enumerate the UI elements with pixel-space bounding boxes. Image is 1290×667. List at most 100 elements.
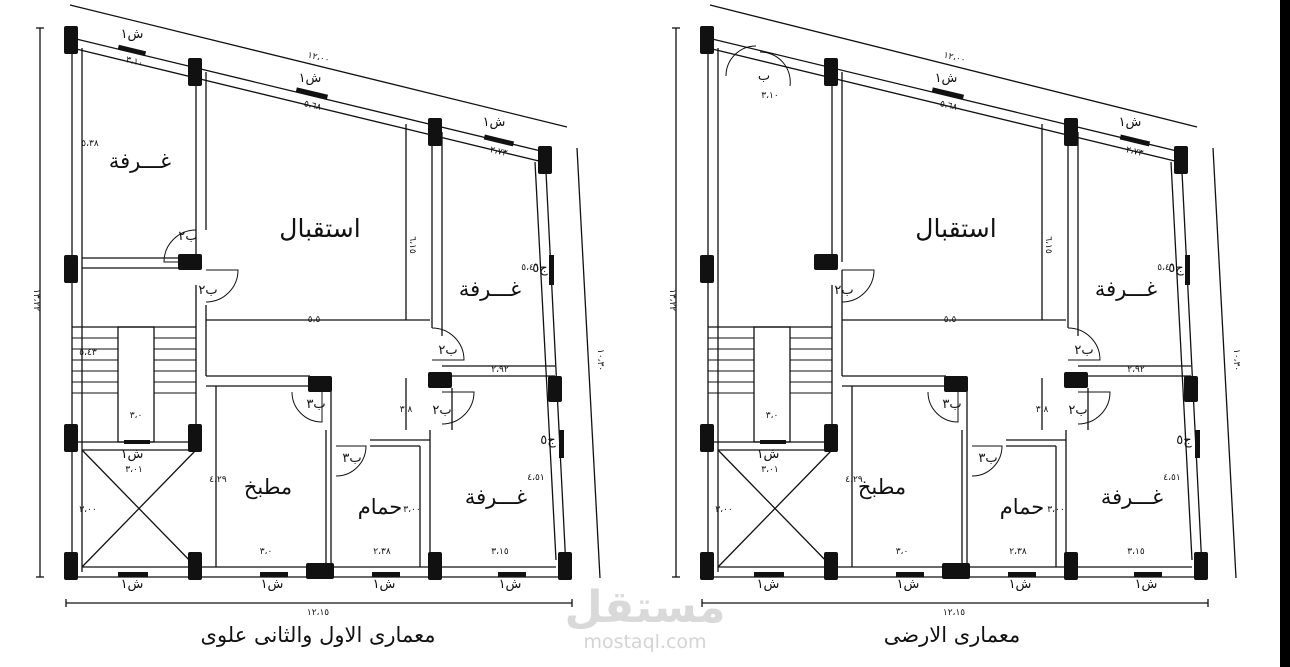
dim-label: ٢،٣٨ xyxy=(1009,547,1027,557)
windows xyxy=(754,87,1200,577)
dim-label: ٦،١٥ xyxy=(407,236,417,254)
doors xyxy=(163,229,475,477)
door-label: ب٢ xyxy=(438,343,457,358)
dim-label: ٣،٠ xyxy=(896,547,909,557)
dim-label: ٣،٨ xyxy=(400,405,413,415)
room-kitchen: مطبخ xyxy=(244,475,292,499)
dim-line-top xyxy=(69,4,568,128)
dim-overall-width: ١٢،١٥ xyxy=(943,608,965,618)
dim-label: ٥،٤٣ xyxy=(79,348,97,358)
windows xyxy=(117,44,564,577)
window-label: ش١ xyxy=(121,577,144,592)
door-label: ب٣ xyxy=(306,397,325,412)
dim-label: ٣،٠٠ xyxy=(1047,505,1064,515)
dim-label: ٣،٠ xyxy=(766,411,779,421)
window-label: ش١ xyxy=(121,27,144,42)
image-edge xyxy=(1280,0,1290,667)
dim-label: ٤،٢٩ xyxy=(845,475,863,485)
door-label: ب٣ xyxy=(342,451,361,466)
window-label: ش١ xyxy=(1119,115,1142,130)
room-right: غـــرفة xyxy=(1095,277,1157,301)
window-label: ش١ xyxy=(499,577,522,592)
dim-label: ٤،٥١ xyxy=(527,473,544,483)
room-reception: استقبال xyxy=(915,214,996,243)
dim-label: ٥،٤٦ xyxy=(1157,263,1175,273)
dim-label: ٥،٥ xyxy=(944,315,957,325)
dim-label: ٣،١٥ xyxy=(491,547,509,557)
dim-label: ٥،٦٨ xyxy=(303,99,322,113)
dim-label: ٣،٠٠ xyxy=(403,505,420,515)
stair xyxy=(72,326,196,443)
window-label: ش١ xyxy=(121,447,144,462)
door-label: ب٣ xyxy=(942,397,961,412)
dim-label: ٢،٧٣ xyxy=(489,145,508,159)
dim-label: ٥،٦٨ xyxy=(939,99,958,113)
dim-right-height: ١٠،٣٠ xyxy=(595,349,605,371)
door-label: ب٢ xyxy=(1074,343,1093,358)
dim-label: ٣،١٠ xyxy=(761,91,778,101)
dim-label: ٣،٠١ xyxy=(761,465,778,475)
dim-overall-height: ١٣،٢٢ xyxy=(667,289,677,311)
dim-label: ٢،٩٢ xyxy=(1127,365,1145,375)
dim-label: ٢،٧٣ xyxy=(1125,145,1144,159)
dim-line-right xyxy=(1212,147,1237,579)
plan-ground: استقبال غـــرفة غـــرفة مطبخ حمام ب ش١ ش… xyxy=(667,4,1241,647)
dim-label: ٢،٣٨ xyxy=(373,547,391,557)
dim-label: ٤،٢٩ xyxy=(209,475,227,485)
window-label: ش١ xyxy=(1009,577,1032,592)
door-label: ب٢ xyxy=(198,283,217,298)
doors xyxy=(841,269,1111,477)
plan-upper: استقبال غـــرفة غـــرفة غـــرفة مطبخ حما… xyxy=(31,4,605,647)
dim-label: ٦،١٥ xyxy=(1043,236,1053,254)
window-label: ش١ xyxy=(483,115,506,130)
dim-label: ٤،٥١ xyxy=(1163,473,1180,483)
dim-label: ٥،٣٨ xyxy=(81,139,99,149)
watermark: مستقل mostaql.com xyxy=(565,582,726,653)
window-label: ش١ xyxy=(897,577,920,592)
window-label: ش١ xyxy=(935,71,958,86)
room-kitchen: مطبخ xyxy=(858,475,906,499)
window-label: ش١ xyxy=(299,71,322,86)
door-label: ب٢ xyxy=(1068,403,1087,418)
stair xyxy=(708,326,832,443)
room-bath: حمام xyxy=(1000,495,1045,519)
dim-label: ٥،٥ xyxy=(308,315,321,325)
dim-label: ٣،٠٠ xyxy=(79,505,96,515)
window-label: ش١ xyxy=(1135,577,1158,592)
wing-label: ج٥ xyxy=(532,261,548,276)
dim-overall-height: ١٣،٢٢ xyxy=(31,289,41,311)
dim-overall-width: ١٢،١٥ xyxy=(307,608,329,618)
dim-label: ٥،٤٦ xyxy=(521,263,539,273)
dim-label: ٣،٨ xyxy=(1036,405,1049,415)
columns xyxy=(64,26,572,580)
dim-label: ٢،٩٢ xyxy=(491,365,509,375)
dim-label: ٣،٠ xyxy=(130,411,143,421)
dim-top-length: ١٢،٠٠ xyxy=(942,51,966,66)
dim-label: ٣،٠٠ xyxy=(715,505,732,515)
dim-right-height: ١٠،٣٠ xyxy=(1231,349,1241,371)
dim-label: ٣،١٥ xyxy=(1127,547,1145,557)
columns xyxy=(700,26,1208,580)
dim-line-top xyxy=(709,4,1198,128)
wing-label: ج٥ xyxy=(540,433,556,448)
watermark-site: mostaql.com xyxy=(583,631,706,653)
room-top-left: غـــرفة xyxy=(109,149,171,173)
room-bottom-right: غـــرفة xyxy=(465,485,527,509)
room-reception: استقبال xyxy=(279,214,360,243)
plan-caption-upper: معمارى الاول والثانى علوى xyxy=(201,623,436,647)
watermark-brand: مستقل xyxy=(565,582,726,633)
door-label: ب xyxy=(758,69,770,84)
window-label: ش١ xyxy=(757,447,780,462)
door-label: ب٢ xyxy=(178,229,197,244)
door-label: ب٢ xyxy=(834,283,853,298)
room-bath: حمام xyxy=(358,495,403,519)
dim-label: ٣،٠ xyxy=(260,547,273,557)
door-label: ب٢ xyxy=(432,403,451,418)
room-bottom-right: غـــرفة xyxy=(1101,485,1163,509)
dim-line-right xyxy=(576,147,601,579)
door-label: ب٣ xyxy=(978,451,997,466)
plan-caption-ground: معمارى الارضى xyxy=(884,623,1020,647)
window-label: ش١ xyxy=(261,577,284,592)
